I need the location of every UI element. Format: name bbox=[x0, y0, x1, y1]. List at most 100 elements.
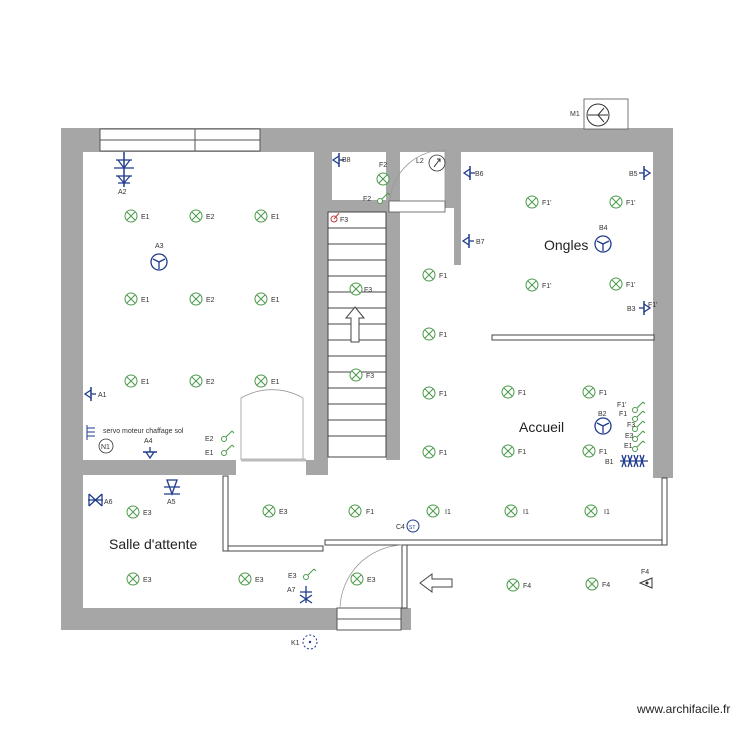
light-fixture bbox=[584, 504, 598, 518]
light-label: F4 bbox=[602, 582, 610, 589]
light-label: E2 bbox=[206, 379, 215, 386]
outlet-label: B2 bbox=[598, 411, 607, 418]
partitions bbox=[222, 334, 668, 609]
light-fixture bbox=[262, 504, 276, 518]
c4-symbol: ST C4 bbox=[396, 519, 420, 533]
light-fixture bbox=[501, 444, 515, 458]
c4-badge: ST bbox=[409, 525, 415, 531]
switch-label: E3 bbox=[625, 433, 634, 440]
light-label: E1 bbox=[141, 214, 150, 221]
outlet-label: B4 bbox=[599, 225, 608, 232]
entrance-arrow-icon bbox=[419, 573, 453, 593]
switch-symbol bbox=[221, 430, 235, 442]
light-fixture bbox=[124, 292, 138, 306]
light-label: E3 bbox=[143, 510, 152, 517]
light-fixture bbox=[376, 172, 390, 186]
light-label: F1 bbox=[439, 332, 447, 339]
socket-icon bbox=[84, 386, 97, 402]
light-fixture bbox=[189, 209, 203, 223]
light-label: I1 bbox=[523, 509, 529, 516]
outlet-label: A3 bbox=[155, 243, 164, 250]
light-label: F1' bbox=[542, 283, 552, 290]
light-label: E2 bbox=[206, 297, 215, 304]
socket-icon bbox=[462, 233, 475, 249]
light-label: F1 bbox=[439, 273, 447, 280]
outlet-label: B1 bbox=[605, 459, 614, 466]
light-label: F3 bbox=[366, 373, 374, 380]
light-fixture bbox=[426, 504, 440, 518]
outlet-label: A1 bbox=[98, 392, 107, 399]
antenna-a2-icon bbox=[114, 152, 134, 187]
light-fixture bbox=[525, 278, 539, 292]
label-k1: K1 bbox=[291, 640, 300, 647]
doors bbox=[240, 149, 446, 609]
switch-symbol bbox=[303, 568, 317, 580]
light-fixture bbox=[254, 374, 268, 388]
light-label: E1 bbox=[271, 214, 280, 221]
outlet-label: A6 bbox=[104, 499, 113, 506]
light-label: F4 bbox=[523, 583, 531, 590]
walls bbox=[61, 128, 673, 630]
room-label-ongles: Ongles bbox=[544, 237, 588, 253]
light-label: E1 bbox=[141, 379, 150, 386]
outlet-label: A4 bbox=[144, 438, 153, 445]
light-fixture bbox=[585, 577, 599, 591]
meter-m1: M1 bbox=[570, 98, 629, 130]
light-fixture bbox=[582, 444, 596, 458]
light-fixture bbox=[254, 292, 268, 306]
outlet-label: B5 bbox=[629, 171, 638, 178]
light-label: F1 bbox=[439, 391, 447, 398]
light-label: F1 bbox=[599, 449, 607, 456]
light-label: E1 bbox=[271, 297, 280, 304]
light-label: F1' bbox=[626, 200, 636, 207]
switch-label: E1 bbox=[624, 443, 633, 450]
light-fixture bbox=[525, 195, 539, 209]
light-label: F1 bbox=[366, 509, 374, 516]
outlets: A2 A3 A1 servo moteur chaffage sol N1 A4… bbox=[84, 152, 658, 650]
light-label: F1 bbox=[439, 450, 447, 457]
label-f4: F4 bbox=[641, 569, 649, 576]
light-fixture bbox=[609, 195, 623, 209]
light-fixture bbox=[238, 572, 252, 586]
light-label: F1' bbox=[542, 200, 552, 207]
light-label: I1 bbox=[445, 509, 451, 516]
light-fixture bbox=[506, 578, 520, 592]
switch-label: F3 bbox=[340, 217, 348, 224]
outlet-label: B6 bbox=[475, 171, 484, 178]
light-fixture bbox=[422, 268, 436, 282]
switch-label: E1 bbox=[205, 450, 214, 457]
light-fixture bbox=[349, 282, 363, 296]
label-n1: N1 bbox=[101, 444, 110, 451]
light-label: E3 bbox=[255, 577, 264, 584]
switch-label: F2 bbox=[363, 196, 371, 203]
light-label: E3 bbox=[143, 577, 152, 584]
switch-label: F1' bbox=[617, 402, 627, 409]
heating-servo-icon bbox=[86, 425, 95, 440]
windows bbox=[99, 128, 446, 631]
light-fixture bbox=[504, 504, 518, 518]
light-label: F3 bbox=[364, 287, 372, 294]
socket-icon bbox=[142, 446, 158, 459]
switch-label: E3 bbox=[288, 573, 297, 580]
light-fixture bbox=[348, 504, 362, 518]
lights: E1 E2 E1 E1 E2 E1 E1 E2 E1 F2 F3 F3 F1 F… bbox=[124, 162, 636, 592]
light-label: I1 bbox=[604, 509, 610, 516]
light-fixture bbox=[609, 277, 623, 291]
light-fixture bbox=[422, 445, 436, 459]
light-label: E3 bbox=[279, 509, 288, 516]
stair-switch-symbol bbox=[330, 212, 340, 223]
socket-icon bbox=[463, 165, 476, 181]
light-label: E2 bbox=[206, 214, 215, 221]
n1-symbol: N1 bbox=[98, 438, 114, 454]
switch-label: E2 bbox=[205, 436, 214, 443]
ceiling-outlet-icon bbox=[594, 417, 612, 435]
outlet-label: B3 bbox=[627, 306, 636, 313]
light-fixture bbox=[582, 385, 596, 399]
light-label: F1 bbox=[518, 390, 526, 397]
light-label: E3 bbox=[367, 577, 376, 584]
label-c4: C4 bbox=[396, 524, 405, 531]
outlet-label: A2 bbox=[118, 189, 127, 196]
light-fixture bbox=[349, 368, 363, 382]
outlet-label: B8 bbox=[342, 157, 351, 164]
